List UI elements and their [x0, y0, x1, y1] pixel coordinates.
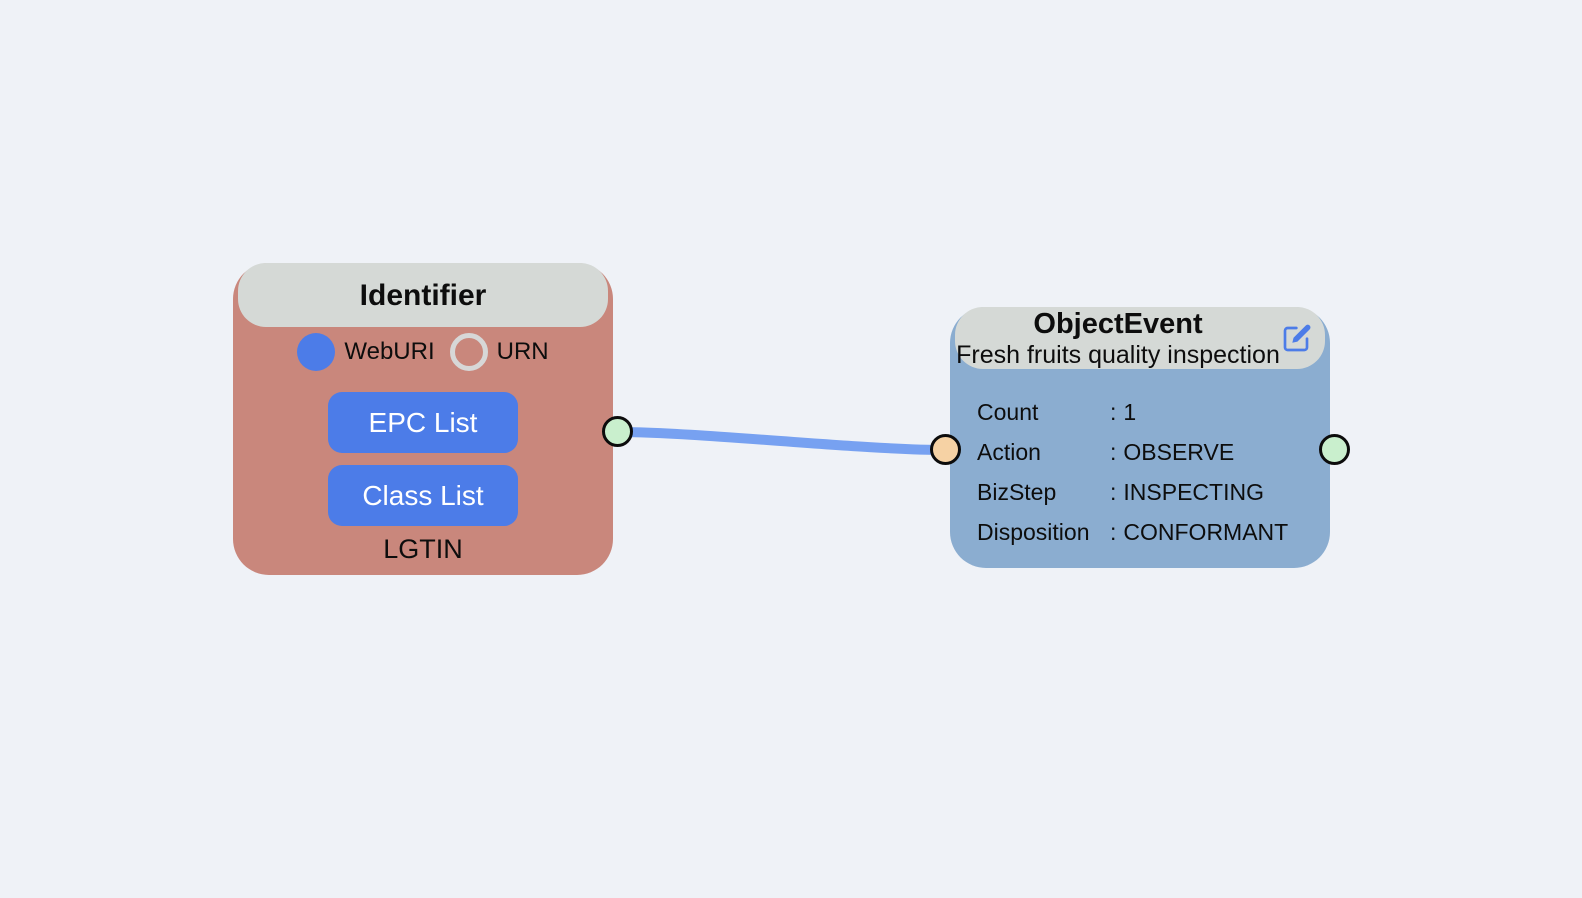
field-separator: :: [1110, 438, 1117, 465]
identifier-source-handle[interactable]: [602, 416, 633, 447]
field-label: BizStep: [977, 478, 1057, 505]
field-row-count: Count : 1: [950, 392, 1330, 432]
field-row-action: Action : OBSERVE: [950, 432, 1330, 472]
object-event-source-handle[interactable]: [1319, 434, 1350, 465]
connection-edge[interactable]: [612, 427, 951, 455]
identifier-footer-label: LGTIN: [383, 534, 463, 564]
object-event-node-header: ObjectEvent Fresh fruits quality inspect…: [955, 307, 1325, 369]
field-row-disposition: Disposition : CONFORMANT: [950, 512, 1330, 552]
field-label: Disposition: [977, 518, 1090, 545]
field-value: CONFORMANT: [1123, 518, 1289, 545]
identifier-type-radio-group: WebURI URN: [233, 333, 613, 371]
field-value: 1: [1123, 398, 1137, 425]
radio-unselected-icon[interactable]: [449, 333, 488, 371]
identifier-node-title: Identifier: [359, 278, 487, 312]
field-value: INSPECTING: [1123, 478, 1264, 505]
object-event-target-handle[interactable]: [930, 434, 961, 465]
field-separator: :: [1110, 518, 1117, 545]
object-event-fields: Count : 1 Action : OBSERVE BizStep : INS…: [950, 392, 1330, 552]
identifier-node[interactable]: Identifier WebURI URN EPC List Class Lis…: [233, 263, 633, 575]
field-row-bizstep: BizStep : INSPECTING: [950, 472, 1330, 512]
epc-list-button[interactable]: EPC List: [328, 392, 518, 453]
object-event-node-title: ObjectEvent: [1033, 308, 1203, 341]
radio-option-urn[interactable]: URN: [449, 333, 549, 371]
radio-label-urn: URN: [496, 338, 549, 365]
radio-label-weburi: WebURI: [344, 338, 435, 365]
field-value: OBSERVE: [1123, 438, 1235, 465]
field-separator: :: [1110, 398, 1117, 425]
radio-selected-icon[interactable]: [297, 333, 336, 371]
object-event-node-subtitle: Fresh fruits quality inspection: [956, 340, 1280, 369]
identifier-node-header: Identifier: [238, 263, 608, 327]
object-event-header-text: ObjectEvent Fresh fruits quality inspect…: [955, 307, 1281, 369]
object-event-node[interactable]: ObjectEvent Fresh fruits quality inspect…: [930, 307, 1350, 568]
field-label: Count: [977, 398, 1039, 425]
field-label: Action: [977, 438, 1041, 465]
class-list-button[interactable]: Class List: [328, 465, 518, 526]
radio-option-weburi[interactable]: WebURI: [297, 333, 435, 371]
field-separator: :: [1110, 478, 1117, 505]
edit-icon[interactable]: [1281, 322, 1313, 354]
